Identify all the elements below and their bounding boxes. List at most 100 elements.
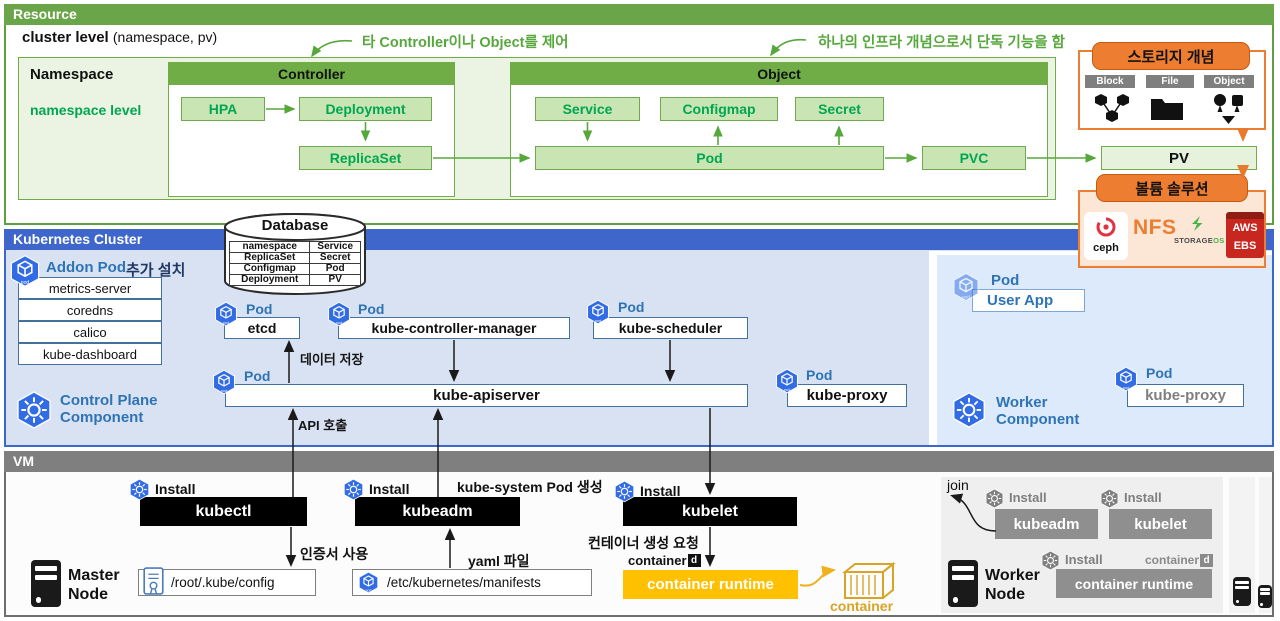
kube-apiserver-box: kube-apiserver [225,384,748,407]
kubernetes-helm-icon [950,391,988,429]
db-cell: ReplicaSet [228,252,311,264]
db-cell: Deployment [228,274,311,286]
kubectl-box: kubectl [140,497,307,526]
worker-node-line2: Node [985,586,1025,603]
storageos-label-b: OS [1213,236,1225,245]
pod-icon [774,368,800,394]
install-label: Install [155,481,196,497]
worker-node-label: Worker Node [985,566,1040,604]
kubernetes-helm-icon [1040,550,1061,571]
storageos-icon [1191,216,1202,231]
worker-container-runtime-box: container runtime [1056,569,1212,598]
master-node-line2: Node [68,586,108,603]
kube-system-pod-label: kube-system Pod 생성 [457,479,603,495]
db-cell: namespace [228,241,311,253]
db-cell: Secret [309,252,361,264]
cluster-level-label: cluster level (namespace, pv) [22,29,217,46]
etcd-pod-box: etcd [224,317,300,339]
cluster-level-note: (namespace, pv) [112,29,218,45]
kube-proxy-box: kube-proxy [787,384,907,407]
addon-item-kube-dashboard: kube-dashboard [18,343,162,365]
worker-kubeadm-box: kubeadm [995,509,1098,539]
ceph-logo: ceph [1084,212,1128,260]
aws-label: AWS [1232,222,1258,234]
install-label: Install [369,481,410,497]
db-cell: Configmap [228,263,311,275]
install-label: Install [1009,490,1047,505]
kubeadm-box: kubeadm [355,497,520,526]
container-runtime-box: container runtime [623,570,798,599]
storage-concept-title: 스토리지 개념 [1092,42,1250,70]
object-group-title: Object [510,62,1048,85]
ceph-label: ceph [1093,242,1119,254]
node-configmap: Configmap [660,97,778,121]
controller-group-title: Controller [168,62,455,85]
addon-pod-note: 추가 설치 [126,262,186,279]
volume-solution-title: 볼륨 솔루션 [1096,174,1248,202]
node-pvc: PVC [922,146,1026,170]
container-icon [841,560,897,602]
container-label: container [830,598,894,614]
master-node-server-icon [31,560,61,607]
kubernetes-helm-icon [14,390,54,430]
storageos-logo: STORAGEOS [1174,216,1224,245]
ebs-label: EBS [1233,240,1257,252]
node-replicaset: ReplicaSet [299,146,432,170]
storageos-label-a: STORAGE [1174,236,1214,245]
install-label: Install [640,483,681,499]
file-storage-icon [1150,95,1184,121]
extra-node-strip [1259,477,1272,613]
node-service: Service [535,97,640,121]
cluster-level-text: cluster level [22,29,109,46]
pod-icon [357,571,380,594]
object-annotation: 하나의 인프라 개념으로서 단독 기능을 함 [818,35,1065,51]
kube-config-path-box: /root/.kube/config [138,569,316,596]
kube-controller-manager-box: kube-controller-manager [338,317,570,339]
aws-ebs-logo: AWS EBS [1226,212,1264,258]
kubernetes-helm-icon [613,480,636,503]
db-cell: Service [309,241,361,253]
pod-icon [951,272,981,302]
install-label: Install [1124,490,1162,505]
vm-section-header: VM [4,451,1274,472]
storage-type-object: Object [1204,75,1254,88]
nfs-logo: NFS [1133,216,1177,239]
pod-label: Pod [618,299,645,315]
pod-icon [213,301,239,327]
node-hpa: HPA [181,97,265,121]
kubernetes-helm-icon [984,488,1005,509]
kube-scheduler-box: kube-scheduler [593,317,748,339]
pod-icon [8,254,42,288]
addon-item-coredns: coredns [18,299,162,321]
storage-type-block: Block [1085,75,1135,88]
worker-component-label: Worker Component [996,394,1079,428]
certificate-use-label: 인증서 사용 [300,546,369,562]
container-create-request-label: 컨테이너 생성 요청 [588,535,699,551]
join-label: join [947,477,969,493]
containerd-text: container [628,553,687,568]
control-plane-line1: Control Plane [60,392,158,409]
kubernetes-helm-icon [128,478,151,501]
data-store-label: 데이터 저장 [300,352,364,367]
user-app-box: User App [972,289,1085,312]
namespace-title: Namespace [30,66,114,83]
db-cell: Pod [309,263,361,275]
pod-icon [326,301,352,327]
control-plane-component-label: Control Plane Component [60,392,158,426]
kubernetes-helm-icon [342,478,365,501]
db-cell: PV [309,274,361,286]
worker-kube-proxy-box: kube-proxy [1127,384,1244,407]
node-deployment: Deployment [299,97,432,121]
object-storage-icon [1210,92,1246,124]
addon-item-metrics-server: metrics-server [18,277,162,299]
addon-pod-label: Addon Pod [46,259,126,276]
pod-label: Pod [358,301,385,317]
pod-label: Pod [806,367,833,383]
resource-section-header: Resource [4,4,1274,25]
control-plane-line2: Component [60,409,144,426]
master-node-line1: Master [68,567,120,584]
pod-icon [585,299,611,325]
